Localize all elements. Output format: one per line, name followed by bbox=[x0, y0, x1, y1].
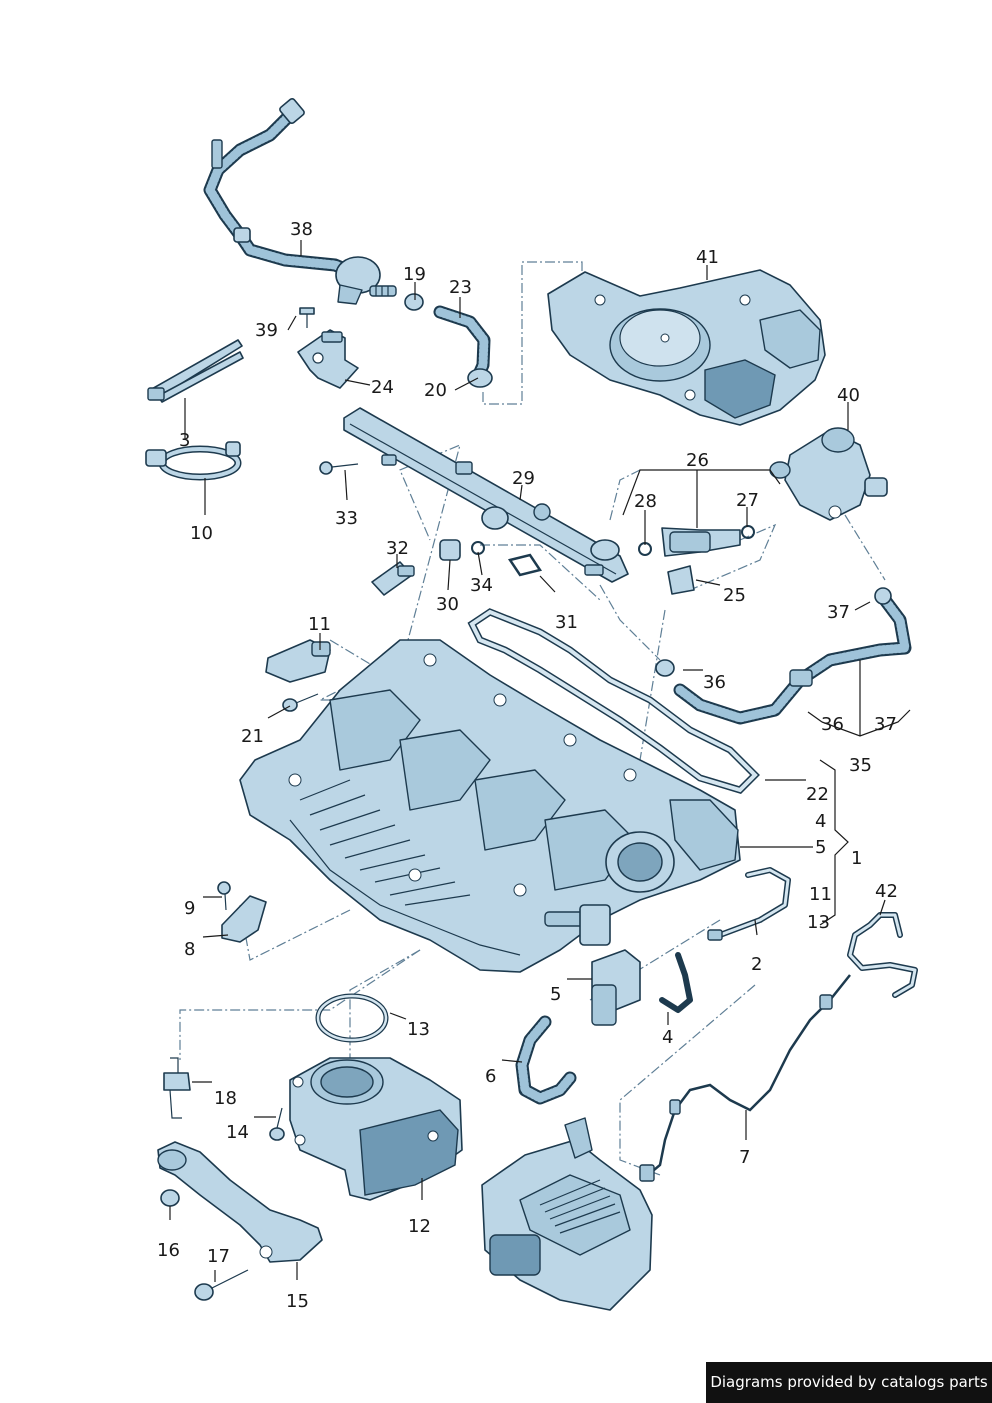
callout-10: 10 bbox=[190, 523, 213, 544]
callout-41: 41 bbox=[696, 247, 719, 268]
callout-19: 19 bbox=[403, 264, 426, 285]
callout-22: 22 bbox=[806, 784, 829, 805]
callout-36-lower: 36 bbox=[821, 714, 844, 735]
o-ring-13 bbox=[315, 993, 389, 1043]
callout-23: 23 bbox=[449, 277, 472, 298]
hose-23-assembly bbox=[404, 293, 493, 388]
callout-9: 9 bbox=[184, 898, 195, 919]
sensor-8 bbox=[217, 881, 267, 943]
callout-15: 15 bbox=[286, 1291, 309, 1312]
callout-20: 20 bbox=[424, 380, 447, 401]
callout-34: 34 bbox=[470, 575, 493, 596]
sensor-32 bbox=[371, 539, 485, 596]
callout-5-lower: 5 bbox=[550, 984, 561, 1005]
hose-clamp-10 bbox=[145, 441, 242, 481]
callout-5-right: 5 bbox=[815, 837, 826, 858]
leader-lines bbox=[169, 240, 911, 1282]
callout-21: 21 bbox=[241, 726, 264, 747]
callout-30: 30 bbox=[436, 594, 459, 615]
injector-26 bbox=[638, 525, 755, 595]
callout-3: 3 bbox=[179, 430, 190, 451]
callout-12: 12 bbox=[408, 1216, 431, 1237]
callout-16: 16 bbox=[157, 1240, 180, 1261]
bolt-14 bbox=[269, 1107, 285, 1141]
hose-6 bbox=[515, 1015, 577, 1105]
callout-26: 26 bbox=[686, 450, 709, 471]
callout-1: 1 bbox=[851, 848, 862, 869]
bracket-15 bbox=[157, 1141, 323, 1301]
vacuum-line-7 bbox=[639, 912, 918, 1182]
callout-24: 24 bbox=[371, 377, 394, 398]
sensor-11 bbox=[265, 639, 331, 712]
callout-14: 14 bbox=[226, 1122, 249, 1143]
callout-37-upper: 37 bbox=[827, 602, 850, 623]
callout-4-right: 4 bbox=[815, 811, 826, 832]
callout-labels: 38 19 23 41 39 24 20 40 3 26 29 28 27 10… bbox=[157, 219, 898, 1312]
harness-hose-38 bbox=[203, 97, 359, 279]
callout-36-upper: 36 bbox=[703, 672, 726, 693]
callout-29: 29 bbox=[512, 468, 535, 489]
stud-18 bbox=[163, 1057, 191, 1119]
clip-31 bbox=[507, 553, 543, 577]
callout-28: 28 bbox=[634, 491, 657, 512]
callout-8: 8 bbox=[184, 939, 195, 960]
callout-11-right: 11 bbox=[809, 884, 832, 905]
callout-35: 35 bbox=[849, 755, 872, 776]
callout-31: 31 bbox=[555, 612, 578, 633]
callout-40: 40 bbox=[837, 385, 860, 406]
vent-valve bbox=[335, 256, 397, 305]
callout-25: 25 bbox=[723, 585, 746, 606]
fuel-rail-29 bbox=[343, 407, 629, 583]
callout-39: 39 bbox=[255, 320, 278, 341]
intake-manifold-1 bbox=[239, 639, 741, 973]
callout-32: 32 bbox=[386, 538, 409, 559]
callout-33: 33 bbox=[335, 508, 358, 529]
hose-2 bbox=[707, 867, 791, 941]
callout-42: 42 bbox=[875, 881, 898, 902]
throttle-body-12 bbox=[289, 1057, 463, 1201]
callout-38: 38 bbox=[290, 219, 313, 240]
credit-banner: Diagrams provided by catalogs parts bbox=[706, 1362, 992, 1403]
callout-13-right: 13 bbox=[807, 912, 830, 933]
callout-27: 27 bbox=[736, 490, 759, 511]
cable-tie-3 bbox=[147, 339, 244, 403]
fuel-pump-40 bbox=[769, 427, 888, 521]
callout-6: 6 bbox=[485, 1066, 496, 1087]
callout-13-lower: 13 bbox=[407, 1019, 430, 1040]
credit-text: Diagrams provided by catalogs parts bbox=[710, 1373, 988, 1391]
callout-18: 18 bbox=[214, 1088, 237, 1109]
callout-2: 2 bbox=[751, 954, 762, 975]
cover-41 bbox=[547, 269, 826, 426]
bolt-33 bbox=[319, 461, 359, 475]
callout-37-lower: 37 bbox=[874, 714, 897, 735]
air-filter-housing bbox=[481, 1117, 653, 1311]
callout-4-lower: 4 bbox=[662, 1027, 673, 1048]
callout-17: 17 bbox=[207, 1246, 230, 1267]
callout-7: 7 bbox=[739, 1147, 750, 1168]
valve-5 bbox=[591, 949, 693, 1026]
callout-11-upper: 11 bbox=[308, 614, 331, 635]
gasket-22 bbox=[467, 608, 760, 794]
hose-36-37 bbox=[655, 587, 912, 725]
bracket-24 bbox=[297, 307, 359, 389]
